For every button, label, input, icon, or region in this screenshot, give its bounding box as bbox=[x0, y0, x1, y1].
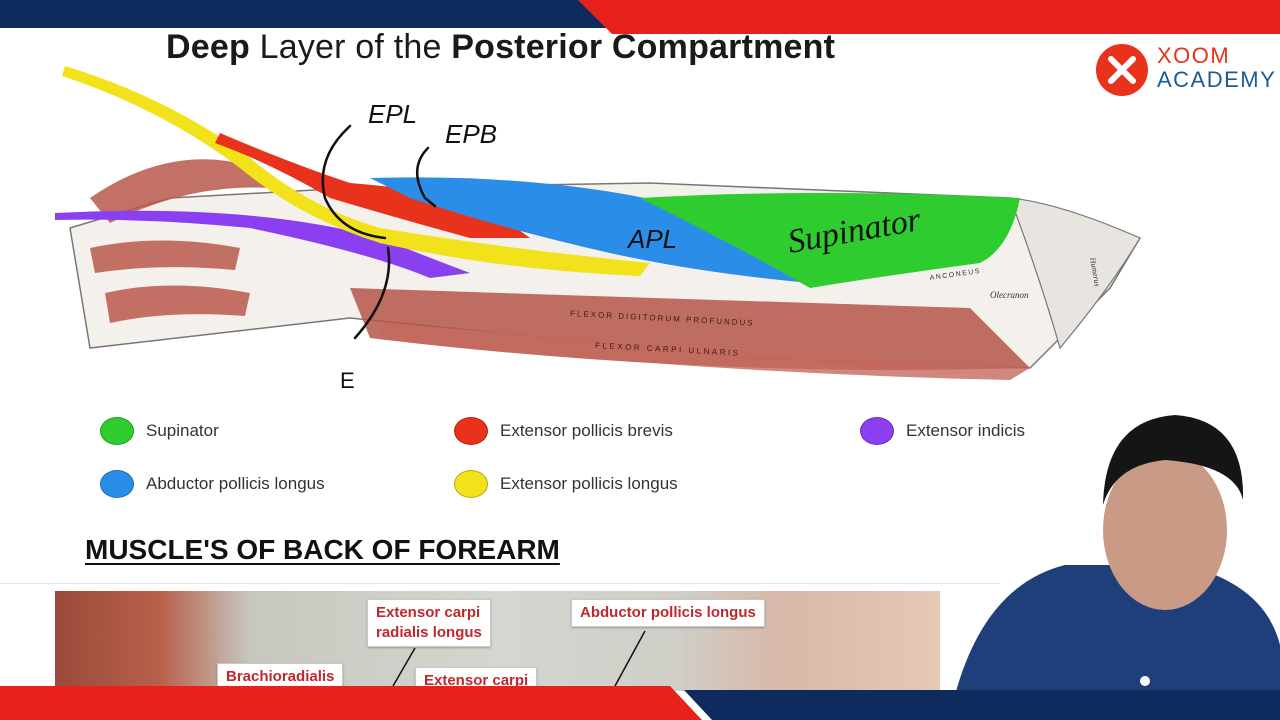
legend-swatch-icon bbox=[454, 417, 488, 445]
legend-swatch-icon bbox=[100, 417, 134, 445]
x-circle-icon bbox=[1096, 44, 1148, 96]
annotation-e: E bbox=[340, 368, 355, 393]
forearm-diagram: EPL EPB APL Supinator E FLEXOR DIGITORUM… bbox=[55, 66, 1142, 393]
legend-swatch-icon bbox=[860, 417, 894, 445]
photo-label-apl: Abductor pollicis longus bbox=[571, 599, 765, 627]
flexor-muscles bbox=[90, 159, 1030, 380]
legend-item-extensor-indicis: Extensor indicis bbox=[860, 416, 1025, 446]
legend-item-epl: Extensor pollicis longus bbox=[454, 469, 678, 499]
extensor-pollicis-longus-muscle bbox=[62, 66, 650, 276]
abductor-pollicis-longus-muscle bbox=[370, 177, 810, 283]
cadaver-photo: Extensor carpi radialis longus Abductor … bbox=[55, 591, 940, 691]
section-divider bbox=[0, 583, 1000, 584]
legend-swatch-icon bbox=[100, 470, 134, 498]
legend-item-apl: Abductor pollicis longus bbox=[100, 469, 325, 499]
bottom-banner-navy bbox=[684, 690, 1280, 720]
presenter-webcam bbox=[955, 415, 1280, 695]
annotation-apl: APL bbox=[626, 224, 677, 254]
slide-title: Deep Layer of the Posterior Compartment bbox=[166, 28, 836, 66]
legend-item-epb: Extensor pollicis brevis bbox=[454, 416, 673, 446]
photo-label-ecrl: Extensor carpi radialis longus bbox=[367, 599, 491, 647]
section-title: MUSCLE'S OF BACK OF FOREARM bbox=[85, 534, 560, 565]
extensor-pollicis-brevis-muscle bbox=[215, 133, 530, 238]
legend-item-supinator: Supinator bbox=[100, 416, 219, 446]
photo-label-ecr: Extensor carpi bbox=[415, 667, 538, 691]
label-olecranon: Olecranon bbox=[990, 290, 1029, 300]
supinator-muscle bbox=[640, 193, 1020, 288]
top-banner-red bbox=[578, 0, 1280, 34]
annotation-epl: EPL bbox=[368, 99, 417, 129]
brand-logo-text: XOOM ACADEMY bbox=[1157, 43, 1277, 92]
bottom-banner-red bbox=[0, 686, 702, 720]
photo-pointer-lines bbox=[392, 630, 646, 687]
legend-swatch-icon bbox=[454, 470, 488, 498]
annotation-epb: EPB bbox=[445, 119, 497, 149]
handwritten-annotations bbox=[321, 124, 437, 340]
